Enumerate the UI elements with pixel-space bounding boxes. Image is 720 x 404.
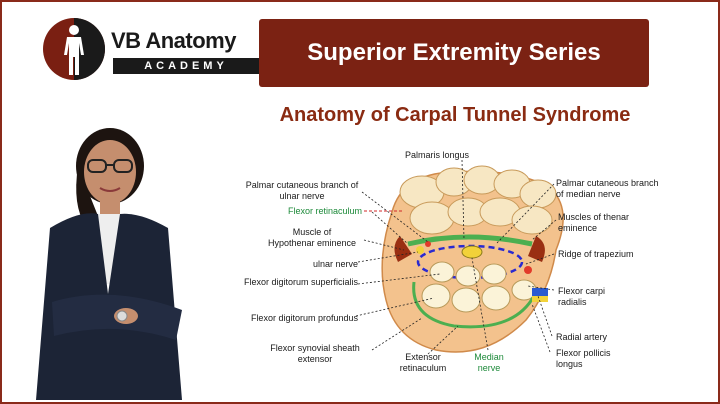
label-muscle-hypothenar-2: Hypothenar eminence <box>267 238 357 248</box>
label-thenar-2: eminence <box>558 223 598 233</box>
label-ulnar-nerve: ulnar nerve <box>312 259 358 269</box>
logo-brand-text: VB Anatomy <box>111 28 236 53</box>
label-muscle-hypothenar-1: Muscle of <box>292 227 332 237</box>
label-extensor-retinaculum-2: retinaculum <box>399 363 447 373</box>
label-extensor-retinaculum-1: Extensor <box>405 352 441 362</box>
label-median-nerve-2: nerve <box>477 363 501 373</box>
vb-anatomy-logo: VB Anatomy ACADEMY <box>43 18 259 82</box>
label-palmar-cut-ulnar-1: Palmar cutaneous branch of <box>245 180 359 190</box>
label-synovial-sheath-2: extensor <box>297 354 333 364</box>
label-flexor-retinaculum: Flexor retinaculum <box>287 206 362 216</box>
label-palmar-cut-median-1: Palmar cutaneous branch <box>556 178 659 188</box>
label-thenar-1: Muscles of thenar <box>558 212 630 222</box>
label-median-nerve-1: Median <box>474 352 504 362</box>
label-palmaris-longus: Palmaris longus <box>404 150 470 160</box>
label-fdp: Flexor digitorum profundus <box>250 313 358 323</box>
presenter-image <box>36 128 182 400</box>
series-banner: Superior Extremity Series <box>259 19 649 87</box>
label-fds: Flexor digitorum superficialis <box>243 277 358 287</box>
label-palmar-cut-ulnar-2: ulnar nerve <box>279 191 325 201</box>
logo-figure-icon <box>43 18 105 80</box>
label-fpl-1: Flexor pollicis <box>556 348 611 358</box>
logo-academy-text: ACADEMY <box>113 58 259 74</box>
label-fcr-1: Flexor carpi <box>558 286 606 296</box>
carpal-tunnel-diagram: Palmaris longus Palmar cutaneous branch … <box>232 140 720 404</box>
label-synovial-sheath-1: Flexor synovial sheath <box>270 343 360 353</box>
page-title: Anatomy of Carpal Tunnel Syndrome <box>279 104 631 126</box>
wrist-cross-section <box>355 159 564 355</box>
label-radial-artery: Radial artery <box>556 332 608 342</box>
label-ridge-trapezium: Ridge of trapezium <box>558 249 634 259</box>
label-fcr-2: radialis <box>558 297 587 307</box>
label-fpl-2: longus <box>556 359 583 369</box>
label-palmar-cut-median-2: of median nerve <box>556 189 621 199</box>
